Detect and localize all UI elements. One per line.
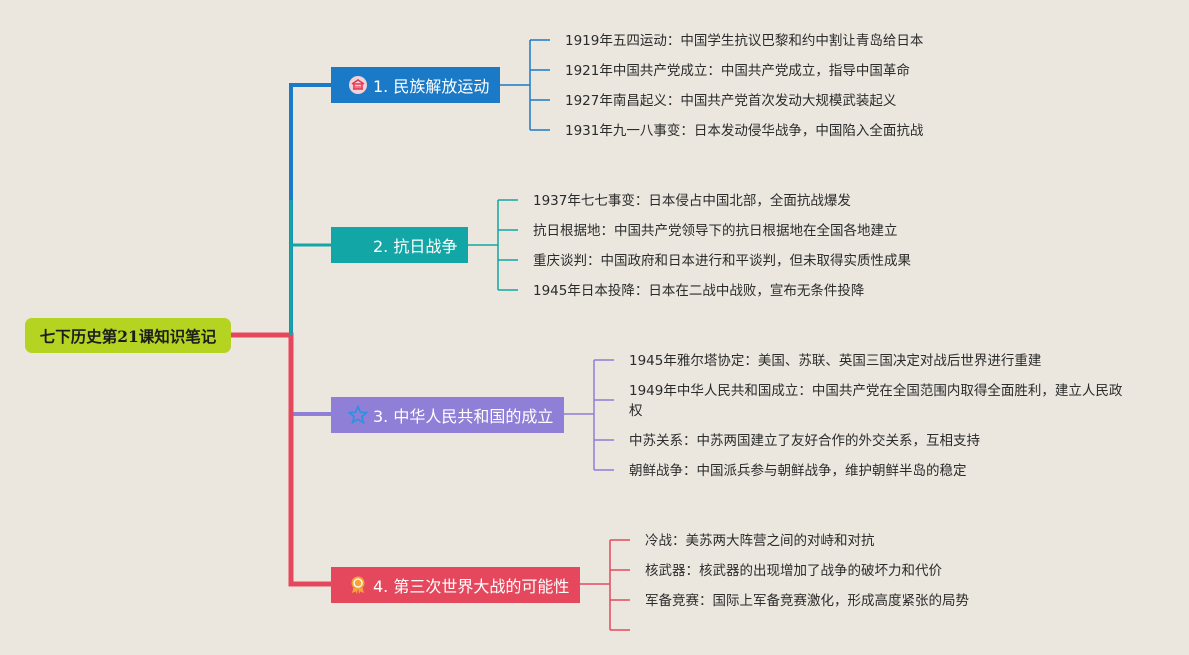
branch-2-item: 抗日根据地：中国共产党领导下的抗日根据地在全国各地建立 [533,223,898,239]
branch-4-label: 4. 第三次世界大战的可能性 [373,577,570,596]
root-title: 七下历史第21课知识笔记 [39,326,217,346]
branch-3-label: 3. 中华人民共和国的成立 [373,407,554,426]
branch-2-label: 2. 抗日战争 [373,237,458,256]
branch-4-connectors [580,539,630,631]
branch-2-item: 1945年日本投降：日本在二战中战败，宣布无条件投降 [533,283,865,299]
branch-3-connectors [564,359,614,471]
branch-3-item: 1945年雅尔塔协定：美国、苏联、英国三国决定对战后世界进行重建 [629,353,1042,369]
branch-3-item: 朝鲜战争：中国派兵参与朝鲜战争，维护朝鲜半岛的稳定 [629,463,967,479]
branch-topic-3[interactable]: 3. 中华人民共和国的成立 [331,397,564,433]
branch-topic-4[interactable]: 4. 第三次世界大战的可能性 [331,567,580,603]
branch-4-item: 核武器：核武器的出现增加了战争的破坏力和代价 [645,563,942,579]
branch-2-item: 重庆谈判：中国政府和日本进行和平谈判，但未取得实质性成果 [533,253,911,269]
branch-1-item: 1919年五四运动：中国学生抗议巴黎和约中割让青岛给日本 [565,33,924,49]
trunk-line-3 [231,333,331,416]
branch-1-item: 1931年九一八事变：日本发动侵华战争，中国陷入全面抗战 [565,123,924,139]
trunk-line-1 [231,83,331,337]
blank-icon [347,234,369,256]
branch-4-item: 军备竞赛：国际上军备竞赛激化，形成高度紧张的局势 [645,593,969,609]
branch-1-label: 1. 民族解放运动 [373,77,490,96]
branch-3-item: 中苏关系：中苏两国建立了友好合作的外交关系，互相支持 [629,433,980,449]
branch-topic-1[interactable]: 1. 民族解放运动 [331,67,500,103]
root-topic[interactable]: 七下历史第21课知识笔记 [25,318,231,353]
trunk-line-4 [231,332,331,587]
branch-1-connectors [500,39,550,131]
monument-icon [347,74,369,96]
branch-topic-2[interactable]: 2. 抗日战争 [331,227,468,263]
branch-2-item: 1937年七七事变：日本侵占中国北部，全面抗战爆发 [533,193,851,209]
branch-3-item: 1949年中华人民共和国成立：中国共产党在全国范围内取得全面胜利，建立人民政权 [629,383,1123,419]
branch-1-item: 1927年南昌起义：中国共产党首次发动大规模武装起义 [565,93,897,109]
award-ribbon-icon [347,574,369,596]
branch-1-item: 1921年中国共产党成立：中国共产党成立，指导中国革命 [565,63,910,79]
branch-4-item: 冷战：美苏两大阵营之间的对峙和对抗 [645,533,875,549]
star-icon [347,404,369,426]
branch-2-connectors [468,199,518,291]
